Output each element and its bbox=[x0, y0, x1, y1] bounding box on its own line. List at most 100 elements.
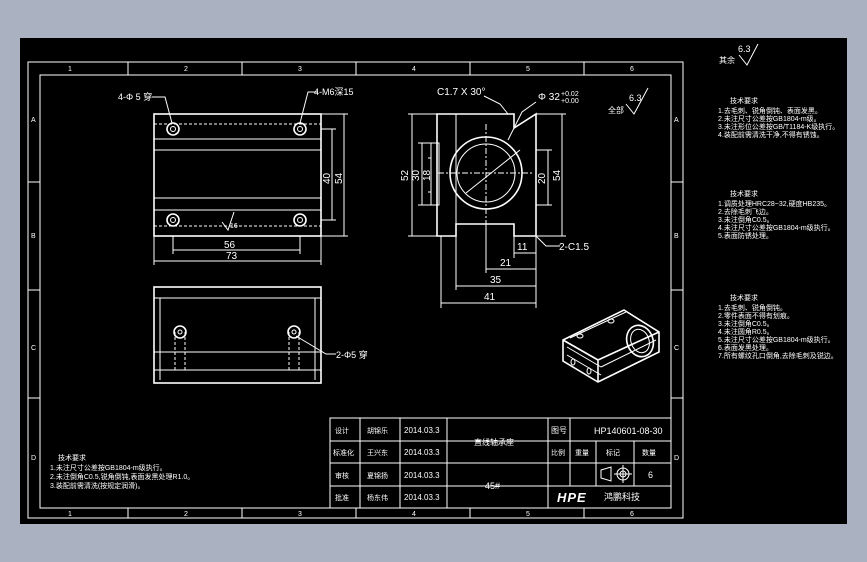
top-view bbox=[152, 91, 348, 265]
zone-label: 4 bbox=[412, 66, 416, 73]
bore-tol-upper: +0.02 bbox=[561, 91, 579, 98]
ratio-label: 比例 bbox=[551, 448, 565, 457]
zone-label: B bbox=[31, 233, 36, 240]
note-line: 2.零件表面不得有划痕。 bbox=[718, 311, 794, 320]
notes-title: 技术要求 bbox=[730, 189, 758, 198]
zone-label: 3 bbox=[298, 66, 302, 73]
approver-name: 杨东伟 bbox=[367, 493, 388, 502]
reviewer-label: 审核 bbox=[335, 471, 349, 480]
note-line: 3.未注倒角C0.5。 bbox=[718, 319, 774, 328]
zone-label: 1 bbox=[68, 511, 72, 518]
roughness-all-label: 全部 bbox=[608, 105, 624, 115]
dim-54-top: 54 bbox=[334, 172, 345, 184]
note-line: 5.未注尺寸公差按GB1804-m级执行。 bbox=[718, 335, 835, 344]
note-line: 1.去毛刺、锐角倒钝。 bbox=[718, 303, 787, 312]
dim-21: 21 bbox=[500, 258, 512, 269]
note-line: 2.未注倒角C0.5,锐角倒钝,表面发黑处理R1.0。 bbox=[50, 472, 194, 481]
dim-56: 56 bbox=[224, 240, 236, 251]
note-line: 1.未注尺寸公差按GB1804-m级执行。 bbox=[50, 463, 167, 472]
zone-label: 5 bbox=[526, 66, 530, 73]
front-view bbox=[408, 95, 566, 308]
designer-name: 胡锦乐 bbox=[367, 426, 388, 435]
bore-tol-lower: +0.00 bbox=[561, 98, 579, 105]
zone-label: D bbox=[674, 455, 679, 462]
note-line: 1.去毛刺、锐角倒钝、表面发黑。 bbox=[718, 106, 822, 115]
zone-label: D bbox=[31, 455, 36, 462]
note-line: 5.表面防锈处理。 bbox=[718, 231, 773, 240]
dim-20: 20 bbox=[537, 172, 548, 184]
zone-label: B bbox=[674, 233, 679, 240]
roughness-all-symbol bbox=[625, 87, 649, 115]
top-hole-note: 4-Φ 5 穿 bbox=[118, 91, 152, 102]
dim-54-front: 54 bbox=[552, 169, 563, 181]
title-block bbox=[329, 417, 672, 509]
dim-11: 11 bbox=[517, 242, 528, 253]
note-line: 4.未注尺寸公差按GB1804-m级执行。 bbox=[718, 223, 835, 232]
checker-date: 2014.03.3 bbox=[404, 448, 440, 457]
note-line: 4.装配前需清洗干净,不得有锈蚀。 bbox=[718, 130, 824, 139]
approver-label: 批准 bbox=[335, 493, 349, 502]
note-line: 7.所有螺纹孔口倒角,去除毛刺及锐边。 bbox=[718, 351, 838, 360]
dim-73: 73 bbox=[226, 251, 238, 262]
note-line: 3.未注倒角C0.5。 bbox=[718, 215, 774, 224]
bore-note: Φ 32 bbox=[538, 92, 560, 103]
note-line: 1.调质处理HRC28~32,硬度HB235。 bbox=[718, 199, 831, 208]
dim-30: 30 bbox=[411, 169, 422, 181]
notes-title: 技术要求 bbox=[58, 453, 86, 462]
weight-label: 重量 bbox=[575, 449, 589, 457]
checker-name: 王兴东 bbox=[367, 448, 388, 457]
note-line: 2.去除毛刺飞边。 bbox=[718, 207, 773, 216]
company-logo: HPE bbox=[557, 490, 587, 505]
notes-title: 技术要求 bbox=[730, 293, 758, 302]
chamfer-note: C1.7 X 30° bbox=[437, 87, 485, 98]
roughness-value: 16 bbox=[230, 223, 238, 230]
mark-label: 标记 bbox=[606, 448, 620, 457]
isometric-view bbox=[562, 309, 660, 383]
notes-group-1: 技术要求 1.去毛刺、锐角倒钝、表面发黑。 2.未注尺寸公差按GB1804-m级… bbox=[718, 96, 839, 139]
roughness-rest-value: 6.3 bbox=[738, 44, 751, 54]
notes-title: 技术要求 bbox=[730, 96, 758, 105]
zone-label: 4 bbox=[412, 511, 416, 518]
roughness-rest-label: 其余 bbox=[719, 55, 735, 65]
roughness-rest-symbol bbox=[738, 43, 759, 66]
notes-group-2: 技术要求 1.调质处理HRC28~32,硬度HB235。 2.去除毛刺飞边。 3… bbox=[718, 189, 835, 240]
dim-41: 41 bbox=[484, 292, 496, 303]
zone-label: A bbox=[31, 117, 36, 124]
zone-label: A bbox=[674, 117, 679, 124]
dim-35: 35 bbox=[490, 275, 502, 286]
dim-52: 52 bbox=[400, 169, 411, 181]
reviewer-date: 2014.03.3 bbox=[404, 471, 440, 480]
designer-date: 2014.03.3 bbox=[404, 426, 440, 435]
side-hole-note: 2-Φ5 穿 bbox=[336, 349, 368, 360]
top-thread-note: 4-M6深15 bbox=[314, 87, 354, 97]
checker-label: 标准化 bbox=[333, 448, 354, 457]
note-line: 2.未注尺寸公差按GB1804-m级。 bbox=[718, 114, 821, 123]
roughness-all-value: 6.3 bbox=[629, 93, 642, 103]
zone-labels: 1 2 3 4 5 6 1 2 3 4 5 6 A B C D A B C D bbox=[31, 66, 679, 518]
zone-label: 6 bbox=[630, 66, 634, 73]
zone-label: 3 bbox=[298, 511, 302, 518]
notes-group-3: 技术要求 1.去毛刺、锐角倒钝。 2.零件表面不得有划痕。 3.未注倒角C0.5… bbox=[718, 293, 838, 360]
zone-ticks bbox=[28, 62, 683, 518]
reviewer-name: 夏锦扬 bbox=[367, 471, 388, 480]
notes-bottom: 技术要求 1.未注尺寸公差按GB1804-m级执行。 2.未注倒角C0.5,锐角… bbox=[50, 453, 194, 490]
dim-40: 40 bbox=[322, 172, 333, 184]
quantity-label: 数量 bbox=[642, 448, 656, 457]
projection-symbol-icon bbox=[600, 465, 632, 483]
drawing-number: HP140601-08-30 bbox=[594, 426, 663, 436]
drawing-sheet bbox=[20, 38, 847, 524]
drawing-no-label: 图号 bbox=[551, 426, 567, 435]
part-name: 直线轴承座 bbox=[474, 437, 514, 447]
approver-date: 2014.03.3 bbox=[404, 493, 440, 502]
zone-label: 6 bbox=[630, 511, 634, 518]
note-line: 3.未注形位公差按GB/T1184-K级执行。 bbox=[718, 122, 839, 131]
dim-18: 18 bbox=[422, 169, 433, 181]
zone-label: C bbox=[674, 345, 679, 352]
zone-label: 2 bbox=[184, 66, 188, 73]
zone-label: 2 bbox=[184, 511, 188, 518]
count-value: 6 bbox=[648, 470, 653, 480]
note-line: 6.表面发黑处理。 bbox=[718, 343, 773, 352]
note-line: 4.未注圆角R0.5。 bbox=[718, 327, 774, 336]
side-view bbox=[153, 286, 336, 384]
